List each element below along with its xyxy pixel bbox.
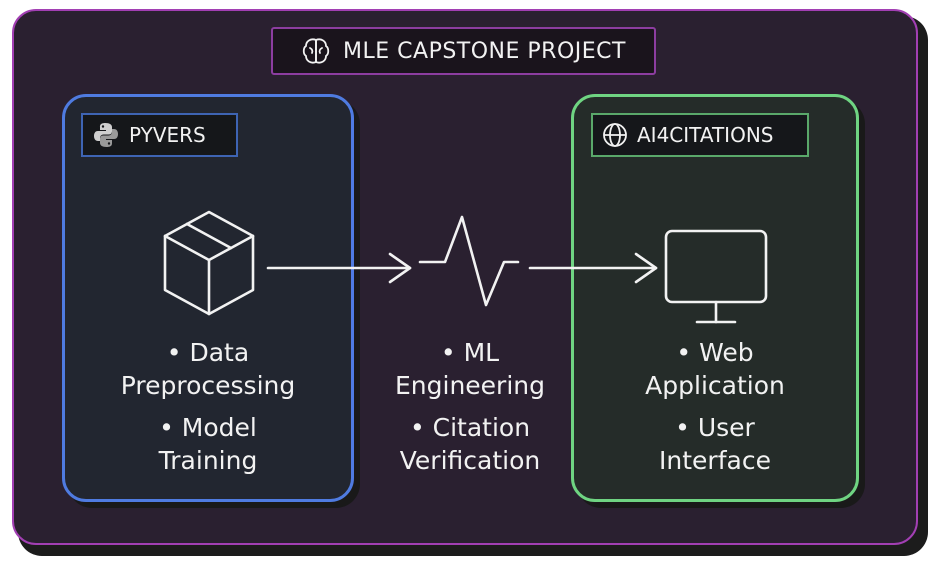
box-icon	[163, 210, 255, 316]
bullet-item: • Model Training	[62, 411, 354, 477]
pyvers-label-box: PYVERS	[81, 113, 238, 157]
bullet-line: Interface	[659, 446, 771, 475]
arrow-middle-to-right	[528, 252, 658, 284]
bullet-line: Application	[645, 371, 785, 400]
ai4citations-label-box: AI4CITATIONS	[591, 113, 809, 157]
bullet-item: • Web Application	[571, 336, 859, 402]
bullet-item: • Data Preprocessing	[62, 336, 354, 402]
python-logo-icon	[94, 123, 118, 147]
bullet-line: Verification	[399, 446, 541, 475]
bullet-item: • ML Engineering	[370, 336, 570, 402]
brain-icon	[302, 38, 330, 64]
pulse-waveform-icon	[418, 215, 520, 307]
ai4citations-bullets: • Web Application • User Interface	[571, 336, 859, 486]
bullet-line: • Web	[676, 338, 754, 367]
pyvers-bullets: • Data Preprocessing • Model Training	[62, 336, 354, 486]
page-title: MLE CAPSTONE PROJECT	[343, 38, 626, 64]
bullet-line: • Model	[159, 413, 257, 442]
bullet-item: • User Interface	[571, 411, 859, 477]
bullet-line: • User	[675, 413, 755, 442]
ai4citations-label: AI4CITATIONS	[637, 123, 774, 147]
middle-bullets: • ML Engineering • Citation Verification	[370, 336, 570, 486]
bullet-line: Training	[158, 446, 258, 475]
bullet-line: Engineering	[395, 371, 545, 400]
bullet-line: Preprocessing	[120, 371, 296, 400]
bullet-line: • Citation	[409, 413, 531, 442]
bullet-line: • Data	[166, 338, 250, 367]
ai4citations-panel	[571, 94, 859, 502]
bullet-line: • ML	[440, 338, 500, 367]
pyvers-label: PYVERS	[129, 123, 206, 147]
bullet-item: • Citation Verification	[370, 411, 570, 477]
monitor-icon	[664, 229, 768, 324]
title-box: MLE CAPSTONE PROJECT	[271, 27, 656, 75]
arrow-left-to-middle	[266, 252, 412, 284]
globe-icon	[603, 123, 627, 147]
